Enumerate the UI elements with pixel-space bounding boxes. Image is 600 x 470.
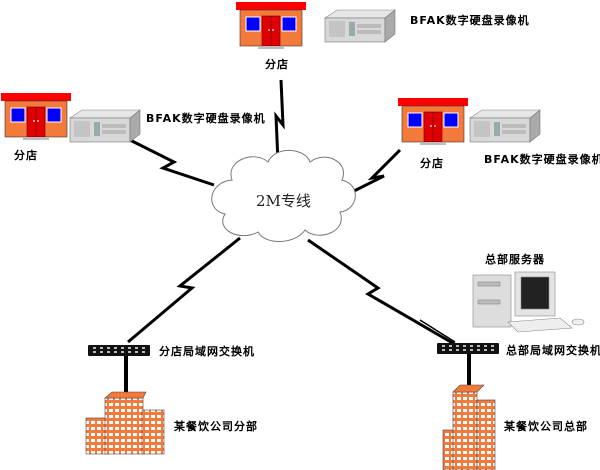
- wan-links: [127, 79, 457, 347]
- store-right-label: 分店: [420, 157, 444, 170]
- cloud-shape: [211, 149, 356, 242]
- hq-server-label: 总部服务器: [485, 253, 545, 266]
- branch-building-label: 某餐饮公司分部: [174, 420, 258, 433]
- link-branch-office: [127, 236, 241, 344]
- dvr-top-label: BFAK数字硬盘录像机: [410, 14, 530, 27]
- dvr-top-icon: [324, 9, 396, 43]
- branch-building-icon: [85, 391, 165, 455]
- dvr-right-label: BFAK数字硬盘录像机: [484, 153, 600, 166]
- store-top-label: 分店: [265, 58, 289, 71]
- hq-server-icon: [472, 271, 585, 333]
- dvr-left-label: BFAK数字硬盘录像机: [146, 112, 266, 125]
- link-headquarters: [307, 238, 457, 347]
- cloud-label: 2M专线: [256, 192, 311, 210]
- store-left-icon: [0, 92, 72, 141]
- dvr-left-icon: [69, 109, 141, 143]
- dvr-right-icon: [469, 109, 541, 143]
- store-top-icon: [235, 1, 307, 50]
- store-left-label: 分店: [14, 149, 38, 162]
- branch-switch-icon: [88, 345, 150, 356]
- link-right-branch: [349, 148, 402, 195]
- branch-switch-label: 分店局域网交换机: [159, 345, 255, 358]
- link-top-branch: [274, 79, 285, 163]
- store-right-icon: [397, 97, 469, 146]
- link-left-branch: [129, 138, 215, 187]
- hq-building-label: 某餐饮公司总部: [504, 420, 588, 433]
- hq-building-icon: [442, 384, 496, 470]
- hq-switch-icon: [437, 343, 499, 354]
- hq-switch-label: 总部局域网交换机: [506, 344, 600, 357]
